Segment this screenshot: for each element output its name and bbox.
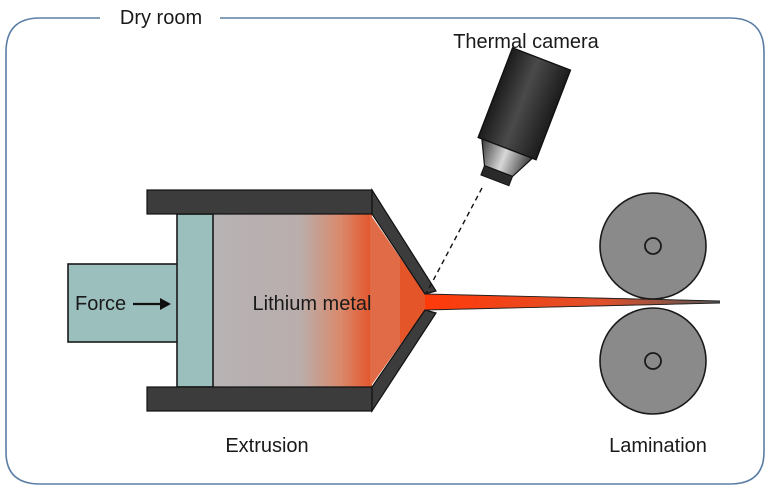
thermal-camera-icon	[477, 46, 572, 187]
thermal-camera-label: Thermal camera	[453, 31, 599, 53]
dry-room-label: Dry room	[120, 7, 202, 29]
roller-icon	[599, 192, 707, 300]
dry-room-frame	[5, 17, 765, 485]
lithium-metal-label: Lithium metal	[253, 293, 372, 315]
piston-plate	[176, 213, 214, 388]
camera-sight-line	[425, 187, 483, 295]
barrel-top-wall	[146, 189, 373, 215]
roller-icon	[599, 307, 707, 415]
force-arrow-icon	[133, 298, 171, 310]
lithium-strip	[425, 294, 720, 310]
lithium-chamber	[212, 214, 372, 387]
extrusion-label: Extrusion	[225, 435, 308, 457]
barrel-bottom-wall	[146, 386, 373, 412]
force-label: Force	[75, 293, 126, 315]
lamination-label: Lamination	[609, 435, 707, 457]
